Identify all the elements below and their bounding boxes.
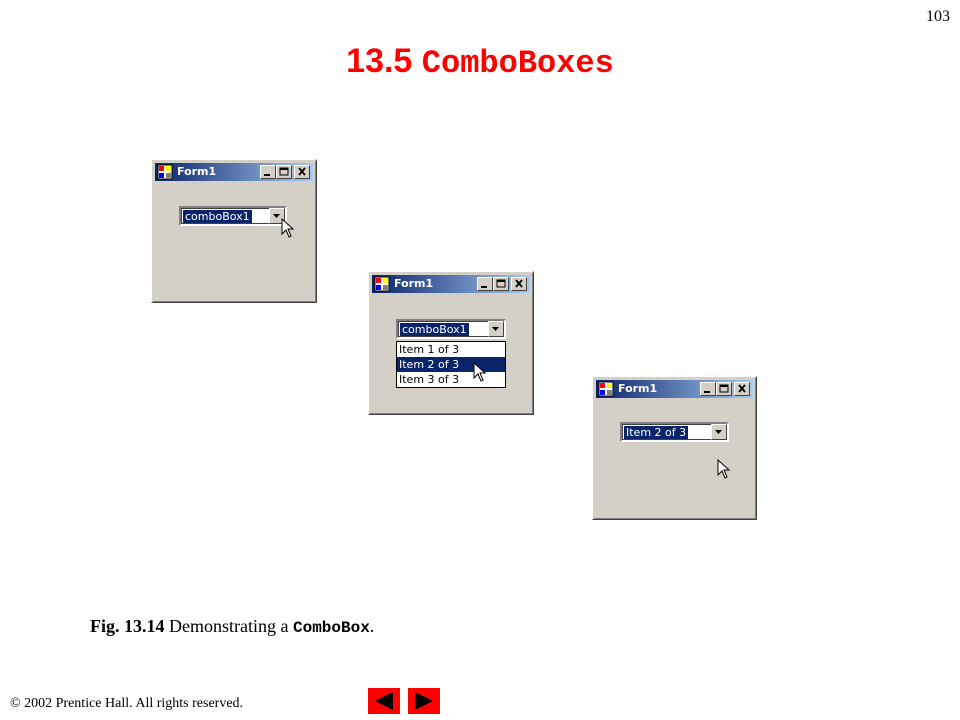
combo-dropdown-button[interactable] <box>269 208 285 224</box>
caption-text: Demonstrating a <box>164 616 293 636</box>
maximize-button[interactable] <box>493 277 509 291</box>
dropdown-arrow-icon <box>273 214 280 218</box>
page-number: 103 <box>926 8 950 25</box>
figure-caption: Fig. 13.14 Demonstrating a ComboBox. <box>90 616 374 637</box>
combo-dropdown-list: Item 1 of 3 Item 2 of 3 Item 3 of 3 <box>396 341 506 388</box>
copyright-symbol: © <box>10 696 21 711</box>
title-bar[interactable]: Form1 <box>596 380 753 398</box>
copyright: © 2002 Prentice Hall. All rights reserve… <box>10 696 243 712</box>
minimize-icon <box>704 391 710 393</box>
previous-slide-button[interactable] <box>368 688 400 714</box>
maximize-button[interactable] <box>716 382 732 396</box>
next-arrow-icon <box>415 692 433 710</box>
combo-box[interactable]: Item 2 of 3 <box>620 422 729 442</box>
maximize-icon <box>496 279 506 288</box>
form-icon <box>374 276 390 292</box>
slide-title: 13.5 ComboBoxes <box>0 42 960 82</box>
maximize-icon <box>279 167 289 176</box>
maximize-icon <box>719 384 729 393</box>
mouse-cursor-icon <box>473 362 487 382</box>
minimize-button[interactable] <box>700 382 716 396</box>
dropdown-item[interactable]: Item 1 of 3 <box>399 343 460 356</box>
title-number: 13.5 <box>346 42 413 80</box>
minimize-icon <box>481 286 487 288</box>
minimize-button[interactable] <box>260 165 276 179</box>
combo-box[interactable]: comboBox1 <box>179 206 287 226</box>
caption-code: ComboBox <box>292 619 370 637</box>
combo-box[interactable]: comboBox1 <box>396 319 506 339</box>
title-bar[interactable]: Form1 <box>155 163 313 181</box>
combo-box-text: comboBox1 <box>400 323 469 336</box>
combo-dropdown-button[interactable] <box>488 321 504 337</box>
title-bar[interactable]: Form1 <box>372 275 530 293</box>
close-button[interactable] <box>511 277 527 291</box>
minimize-icon <box>264 174 270 176</box>
window-title: Form1 <box>394 277 434 290</box>
close-icon <box>738 384 746 393</box>
mouse-cursor-icon <box>717 459 731 479</box>
form-icon <box>157 164 173 180</box>
combo-box-text: Item 2 of 3 <box>624 426 689 439</box>
caption-label: Fig. 13.14 <box>90 616 165 636</box>
form-window-2: Form1 comboBox1 Item 1 of 3 Item 2 of 3 … <box>368 271 534 415</box>
combo-box-text: comboBox1 <box>183 210 252 223</box>
dropdown-arrow-icon <box>492 327 499 331</box>
form-icon <box>598 381 614 397</box>
close-button[interactable] <box>294 165 310 179</box>
maximize-button[interactable] <box>276 165 292 179</box>
title-code: ComboBoxes <box>421 45 614 82</box>
dropdown-item-selected[interactable]: Item 2 of 3 <box>397 357 505 372</box>
mouse-cursor-icon <box>281 218 295 238</box>
minimize-button[interactable] <box>477 277 493 291</box>
window-title: Form1 <box>177 165 217 178</box>
next-slide-button[interactable] <box>408 688 440 714</box>
close-icon <box>298 167 306 176</box>
close-button[interactable] <box>734 382 750 396</box>
dropdown-item[interactable]: Item 3 of 3 <box>399 373 460 386</box>
form-window-1: Form1 comboBox1 <box>151 159 317 303</box>
close-icon <box>515 279 523 288</box>
window-title: Form1 <box>618 382 658 395</box>
previous-arrow-icon <box>375 692 393 710</box>
dropdown-arrow-icon <box>715 430 722 434</box>
caption-end: . <box>369 616 375 636</box>
form-window-3: Form1 Item 2 of 3 <box>592 376 757 520</box>
copyright-text: 2002 Prentice Hall. All rights reserved. <box>20 696 244 711</box>
combo-dropdown-button[interactable] <box>711 424 727 440</box>
